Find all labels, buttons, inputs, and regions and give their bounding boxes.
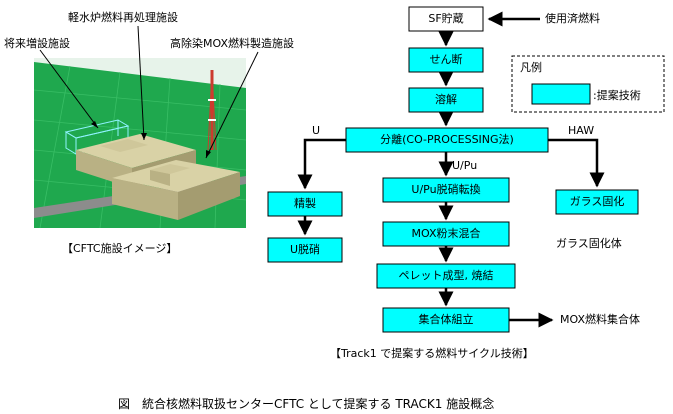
label-mox-plant: 高除染MOX燃料製造施設 xyxy=(170,37,294,50)
legend-frame xyxy=(511,55,665,113)
leader-arrow-3 xyxy=(206,150,211,158)
label-light-water-plant: 軽水炉燃料再処理施設 xyxy=(68,11,178,24)
figure-caption: 図 統合核燃料取扱センターCFTC として提案する TRACK1 施設概念 xyxy=(118,397,495,411)
box-dissolution xyxy=(408,87,484,113)
box-label-dissolution: 溶解 xyxy=(435,93,457,106)
label-future-facility: 将来増設施設 xyxy=(4,37,70,50)
box-label-purification: 精製 xyxy=(294,197,316,210)
legend-title: 凡例 xyxy=(520,61,542,74)
arrow-u-branch xyxy=(297,138,346,190)
legend-item-label: :提案技術 xyxy=(593,89,641,102)
box-upu-denitration xyxy=(382,177,510,203)
box-shearing xyxy=(408,47,484,73)
box-label-sf-storage: SF貯蔵 xyxy=(428,12,464,25)
mox-building xyxy=(112,160,240,220)
label-upu: U/Pu xyxy=(452,159,478,172)
box-label-vitrification: ガラス固化 xyxy=(569,195,625,208)
flow-arrows xyxy=(297,11,605,328)
box-purification xyxy=(267,191,343,217)
box-u-denitration xyxy=(267,237,343,263)
label-haw: HAW xyxy=(568,124,595,137)
box-label-pellet: ペレット成型, 焼結 xyxy=(398,269,494,282)
label-spent-fuel: 使用済燃料 xyxy=(545,12,600,25)
box-label-shearing: せん断 xyxy=(429,53,463,66)
box-vitrification xyxy=(555,189,639,215)
label-u: U xyxy=(312,124,321,137)
arrow-haw-branch xyxy=(548,138,605,188)
stack-tower xyxy=(207,69,217,151)
label-glass-body: ガラス固化体 xyxy=(556,237,622,250)
box-pellet xyxy=(376,263,516,289)
label-leaders xyxy=(39,25,259,159)
box-label-u-denitration: U脱硝 xyxy=(289,243,321,256)
box-label-separation: 分離(CO-PROCESSING法) xyxy=(380,133,514,146)
leader-arrow-2 xyxy=(91,121,98,128)
box-label-upu-denitration: U/Pu脱硝転換 xyxy=(411,183,481,196)
flow-caption: 【Track1 で提案する燃料サイクル技術】 xyxy=(330,347,534,360)
illustration-caption: 【CFTC施設イメージ】 xyxy=(62,242,178,255)
label-mox-assembly: MOX燃料集合体 xyxy=(560,313,640,326)
box-label-assembly: 集合体組立 xyxy=(418,313,474,326)
leader-arrow-1 xyxy=(141,133,147,140)
legend-swatch xyxy=(531,83,591,105)
box-mox-mixing xyxy=(382,221,510,247)
box-label-mox-mixing: MOX粉末混合 xyxy=(411,227,481,240)
